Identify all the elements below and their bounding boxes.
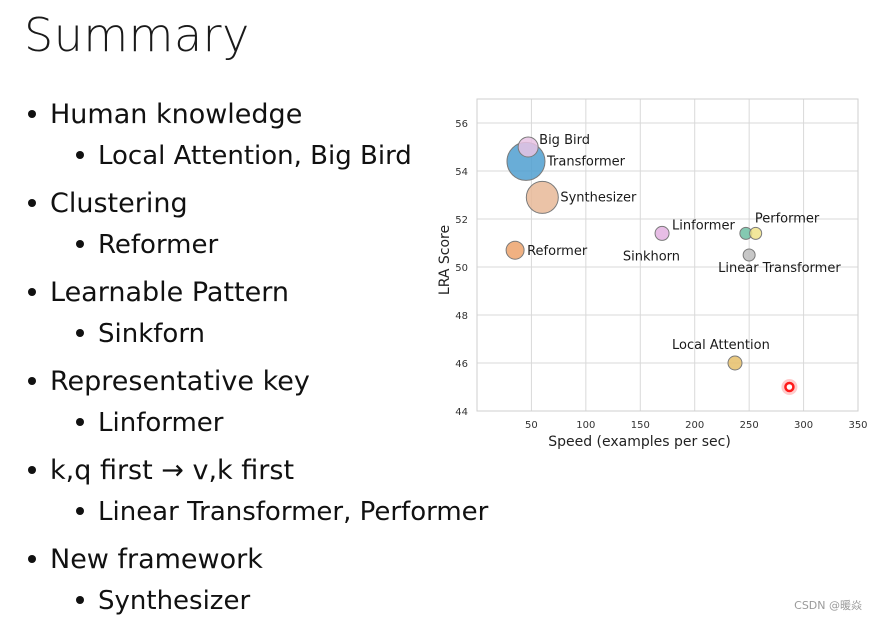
- plot-frame: [476, 98, 859, 412]
- point-label: Transformer: [546, 154, 626, 169]
- bullet-dot-icon: [28, 466, 36, 474]
- bullet-dot-icon: [76, 507, 84, 515]
- highlight-marker: [784, 381, 795, 393]
- y-tick-label: 50: [455, 263, 468, 274]
- x-tick-label: 50: [525, 420, 538, 431]
- bullet-dot-icon: [76, 240, 84, 248]
- bullet-text: Representative key: [50, 366, 310, 397]
- point-label: Linformer: [672, 218, 735, 233]
- scatter-point: [727, 355, 743, 371]
- point-label: Synthesizer: [560, 190, 637, 205]
- scatter-point: [517, 136, 539, 158]
- x-tick-label: 150: [631, 420, 650, 431]
- y-tick-label: 48: [455, 311, 468, 322]
- x-axis-label: Speed (examples per sec): [548, 434, 731, 450]
- y-axis-label: LRA Score: [437, 225, 453, 295]
- y-tick-label: 54: [455, 167, 468, 178]
- bullet-item: Representative key: [26, 363, 488, 404]
- bullet-dot-icon: [76, 329, 84, 337]
- bullet-dot-icon: [28, 199, 36, 207]
- x-tick-label: 200: [685, 420, 704, 431]
- sub-bullet-text: Linear Transformer, Performer: [98, 497, 489, 527]
- page-title: Summary: [24, 8, 250, 62]
- point-label: Performer: [755, 211, 820, 226]
- scatter-point: [742, 248, 756, 262]
- y-tick-label: 46: [455, 359, 468, 370]
- watermark: CSDN @暖焱: [794, 599, 862, 612]
- bullet-dot-icon: [76, 596, 84, 604]
- scatter-point: [654, 225, 670, 241]
- bullet-dot-icon: [28, 110, 36, 118]
- bullet-item: New framework: [26, 541, 488, 582]
- bullet-dot-icon: [28, 288, 36, 296]
- point-label: Sinkhorn: [623, 249, 680, 264]
- scatter-point: [749, 226, 763, 240]
- sub-bullet-item: Synthesizer: [26, 582, 488, 630]
- point-label: Local Attention: [672, 338, 770, 353]
- y-tick-label: 44: [455, 407, 468, 418]
- scatter-point: [525, 180, 559, 214]
- bullet-dot-icon: [28, 377, 36, 385]
- x-tick-label: 250: [740, 420, 759, 431]
- sub-bullet-text: Local Attention, Big Bird: [98, 141, 412, 171]
- bullet-dot-icon: [28, 555, 36, 563]
- bullet-item: Clustering: [26, 185, 488, 226]
- bullet-text: Learnable Pattern: [50, 277, 289, 308]
- y-tick-label: 52: [455, 215, 468, 226]
- bullet-dot-icon: [76, 151, 84, 159]
- sub-bullet-text: Sinkforn: [98, 319, 206, 349]
- bullet-item: Learnable Pattern: [26, 274, 488, 315]
- bullet-item: k,q first → v,k first: [26, 452, 488, 493]
- bullet-dot-icon: [76, 418, 84, 426]
- point-label: Reformer: [527, 244, 588, 259]
- sub-bullet-item: Linformer: [26, 404, 488, 452]
- sub-bullet-item: Sinkforn: [26, 315, 488, 363]
- bullet-list: Human knowledge Local Attention, Big Bir…: [26, 96, 488, 630]
- scatter-point: [505, 240, 525, 260]
- sub-bullet-text: Linformer: [98, 408, 224, 438]
- sub-bullet-text: Synthesizer: [98, 586, 251, 616]
- sub-bullet-text: Reformer: [98, 230, 219, 260]
- sub-bullet-item: Reformer: [26, 226, 488, 274]
- sub-bullet-item: Local Attention, Big Bird: [26, 137, 488, 185]
- x-tick-label: 100: [576, 420, 595, 431]
- bullet-text: Clustering: [50, 188, 188, 219]
- point-label: Linear Transformer: [718, 261, 841, 276]
- point-label: Big Bird: [539, 133, 590, 148]
- y-tick-label: 56: [455, 119, 468, 130]
- x-tick-label: 300: [794, 420, 813, 431]
- bullet-text: New framework: [50, 544, 263, 575]
- bullet-item: Human knowledge: [26, 96, 488, 137]
- bullet-text: k,q first → v,k first: [50, 455, 295, 486]
- sub-bullet-item: Linear Transformer, Performer: [26, 493, 488, 541]
- bullet-text: Human knowledge: [50, 99, 303, 130]
- x-tick-label: 350: [848, 420, 867, 431]
